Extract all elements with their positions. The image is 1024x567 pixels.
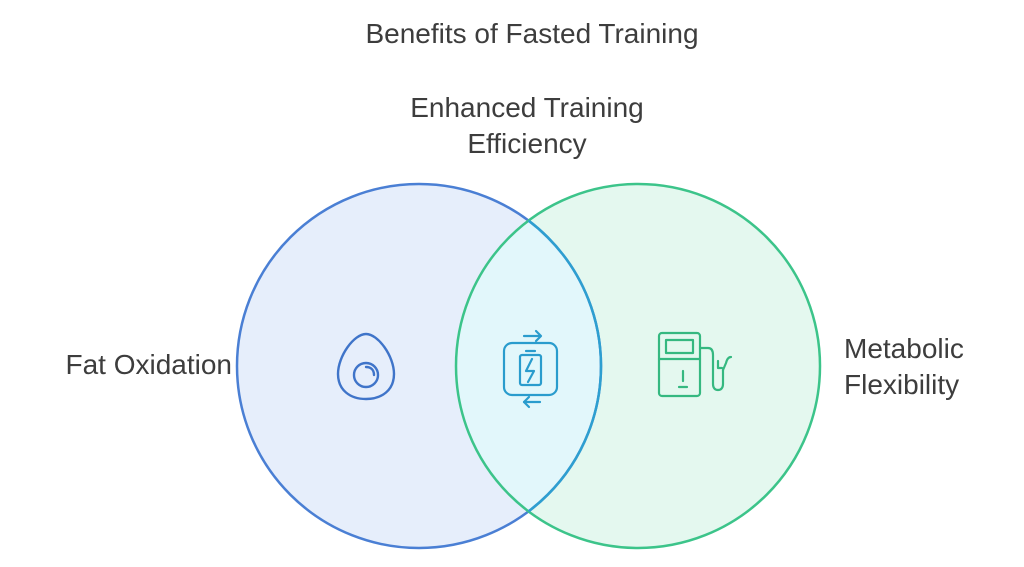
right-label-line2: Flexibility bbox=[844, 369, 960, 400]
right-set-label: Metabolic Flexibility bbox=[844, 331, 1014, 403]
left-set-label: Fat Oxidation bbox=[65, 349, 232, 380]
intersection-region bbox=[456, 184, 601, 548]
battery-charging-icon bbox=[502, 329, 559, 409]
egg-icon bbox=[336, 332, 396, 401]
intersection-label-line2: Efficiency bbox=[467, 128, 587, 159]
diagram-title: Benefits of Fasted Training bbox=[365, 18, 699, 49]
intersection-label: Enhanced Training Efficiency bbox=[352, 90, 702, 162]
intersection-outline bbox=[456, 184, 603, 548]
intersection-label-line1: Enhanced Training bbox=[410, 92, 644, 123]
fuel-pump-icon bbox=[657, 331, 733, 398]
right-circle-outline bbox=[454, 182, 822, 550]
right-label-line1: Metabolic bbox=[844, 333, 964, 364]
